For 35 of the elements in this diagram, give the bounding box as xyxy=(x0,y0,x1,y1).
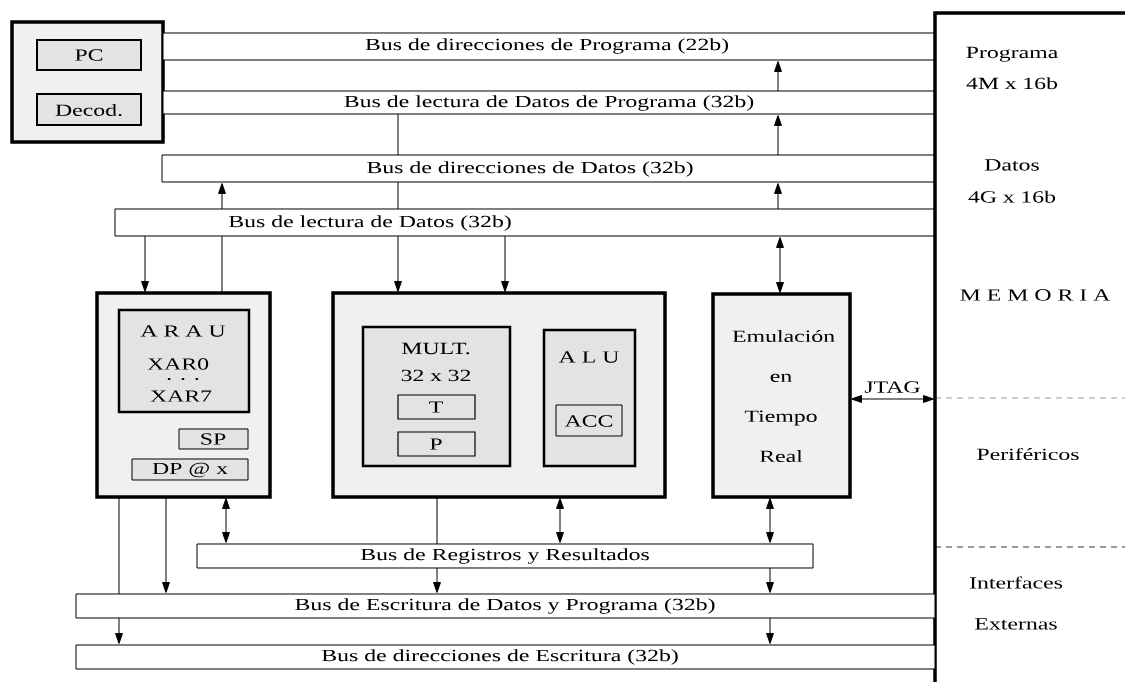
arrow xyxy=(115,617,123,644)
arrow xyxy=(433,567,441,593)
arrow xyxy=(501,235,509,292)
bus-bar: Bus de lectura de Datos (32b) xyxy=(114,208,936,237)
unit-box: SP xyxy=(178,428,249,450)
arrow xyxy=(776,237,784,293)
bus-bar: Bus de Escritura de Datos y Programa (32b) xyxy=(75,593,936,619)
bus-bar: Bus de direcciones de Escritura (32b) xyxy=(75,644,936,670)
arrow xyxy=(851,395,934,403)
bus-bar: Bus de lectura de Datos de Programa (32b) xyxy=(162,90,936,115)
unit-box: PC xyxy=(36,39,142,71)
arrow xyxy=(774,61,782,92)
edge-label: JTAG xyxy=(863,380,922,394)
register-box: P xyxy=(397,431,476,457)
register-box: T xyxy=(397,394,476,420)
arrow xyxy=(222,498,230,543)
register-box: ACC xyxy=(555,404,623,437)
bus-bar: Bus de direcciones de Programa (22b) xyxy=(162,32,936,61)
arrow xyxy=(218,183,226,210)
arrow xyxy=(141,235,149,292)
arrow xyxy=(766,617,774,644)
unit-box: Decod. xyxy=(36,93,142,126)
arrow xyxy=(766,498,774,543)
unit-box: A R A U XAR0 . . . XAR7 xyxy=(117,308,251,414)
arrow xyxy=(774,115,782,156)
unit-box: DP @ x xyxy=(131,458,249,481)
arrow xyxy=(556,498,564,543)
arrow xyxy=(766,567,774,593)
bus-bar: Bus de direcciones de Datos (32b) xyxy=(161,154,936,183)
memory-map: Programa 4M x 16b Datos 4G x 16b M E M O R I A Periféricos Interfaces Externas xyxy=(933,11,1125,682)
arrow xyxy=(394,235,402,292)
arrow xyxy=(162,496,170,593)
arrow xyxy=(774,183,782,210)
unit-box: Emulación en Tiempo Real xyxy=(711,292,852,499)
bus-bar: Bus de Registros y Resultados xyxy=(196,543,814,569)
